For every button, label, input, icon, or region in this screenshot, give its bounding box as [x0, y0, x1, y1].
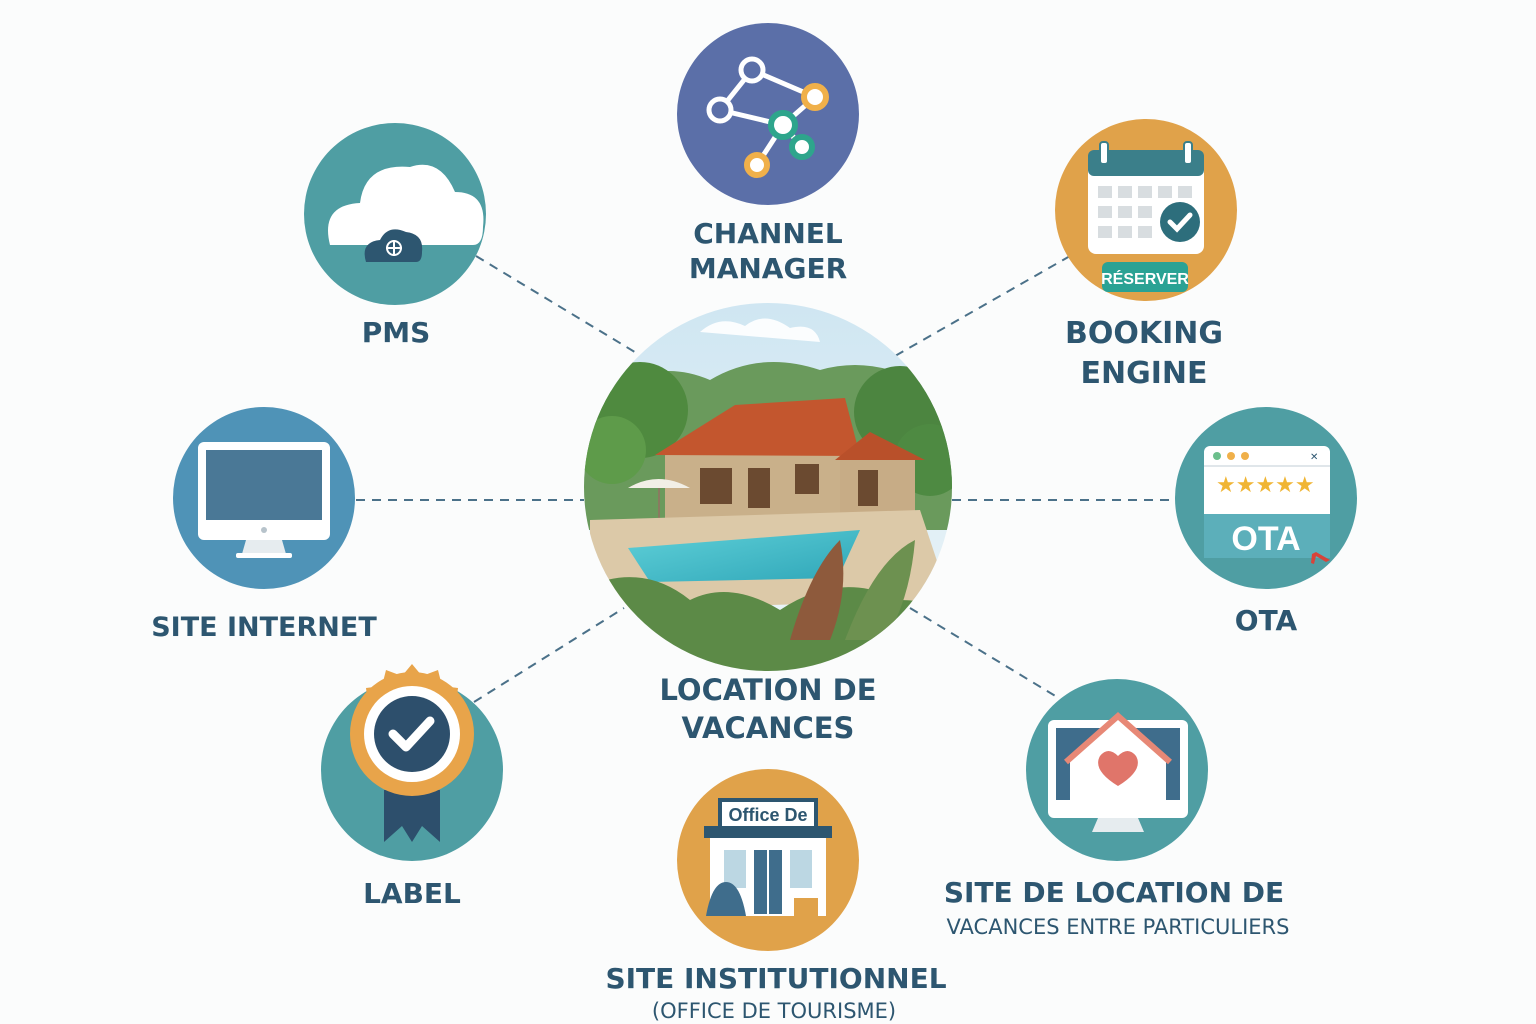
pms-label: PMS [362, 316, 431, 349]
reserver-label: RÉSERVER [1101, 269, 1189, 288]
connector-label [473, 607, 625, 703]
connector-pms [475, 255, 649, 361]
reserver-button [1102, 262, 1188, 292]
calendar-check-icon: RÉSERVER [1055, 119, 1237, 301]
site-institutionnel-label-line1: SITE INSTITUTIONNEL [605, 962, 946, 995]
network-nodes-icon [677, 23, 859, 205]
connectors [356, 255, 1172, 703]
site-internet-label: SITE INTERNET [151, 612, 377, 643]
center-title-line2: VACANCES [682, 711, 855, 745]
channel-manager-label-line1: CHANNEL [693, 217, 843, 250]
vacation-house-image [584, 303, 952, 671]
connector-site-location [909, 607, 1063, 701]
channel-manager-circle [677, 23, 859, 205]
booking-engine-label-line1: BOOKING [1065, 316, 1223, 351]
site-institutionnel-label-line2: (OFFICE DE TOURISME) [652, 999, 896, 1023]
svg-text:✕: ✕ [1310, 452, 1318, 463]
office-sign-label: Office De [728, 805, 807, 825]
site-location-label-line2: VACANCES ENTRE PARTICULIERS [947, 915, 1290, 939]
svg-text:★★★★★: ★★★★★ [1216, 473, 1315, 498]
office-building-icon: Office De [677, 769, 859, 951]
connector-booking [887, 255, 1071, 361]
browser-rating-icon: ✕ ★★★★★ OTA [1175, 407, 1357, 589]
badge-check-icon [321, 664, 503, 861]
cloud-icon [304, 123, 486, 305]
monitor-house-heart-icon [1026, 679, 1208, 861]
site-location-label-line1: SITE DE LOCATION DE [944, 876, 1284, 909]
channel-manager-label-line2: MANAGER [689, 252, 847, 285]
ota-badge-label: OTA [1231, 520, 1300, 558]
center-title-line1: LOCATION DE [659, 673, 876, 707]
monitor-icon [173, 407, 355, 589]
ota-label: OTA [1235, 604, 1298, 637]
booking-engine-label-line2: ENGINE [1081, 356, 1208, 391]
label-label: LABEL [363, 877, 461, 910]
